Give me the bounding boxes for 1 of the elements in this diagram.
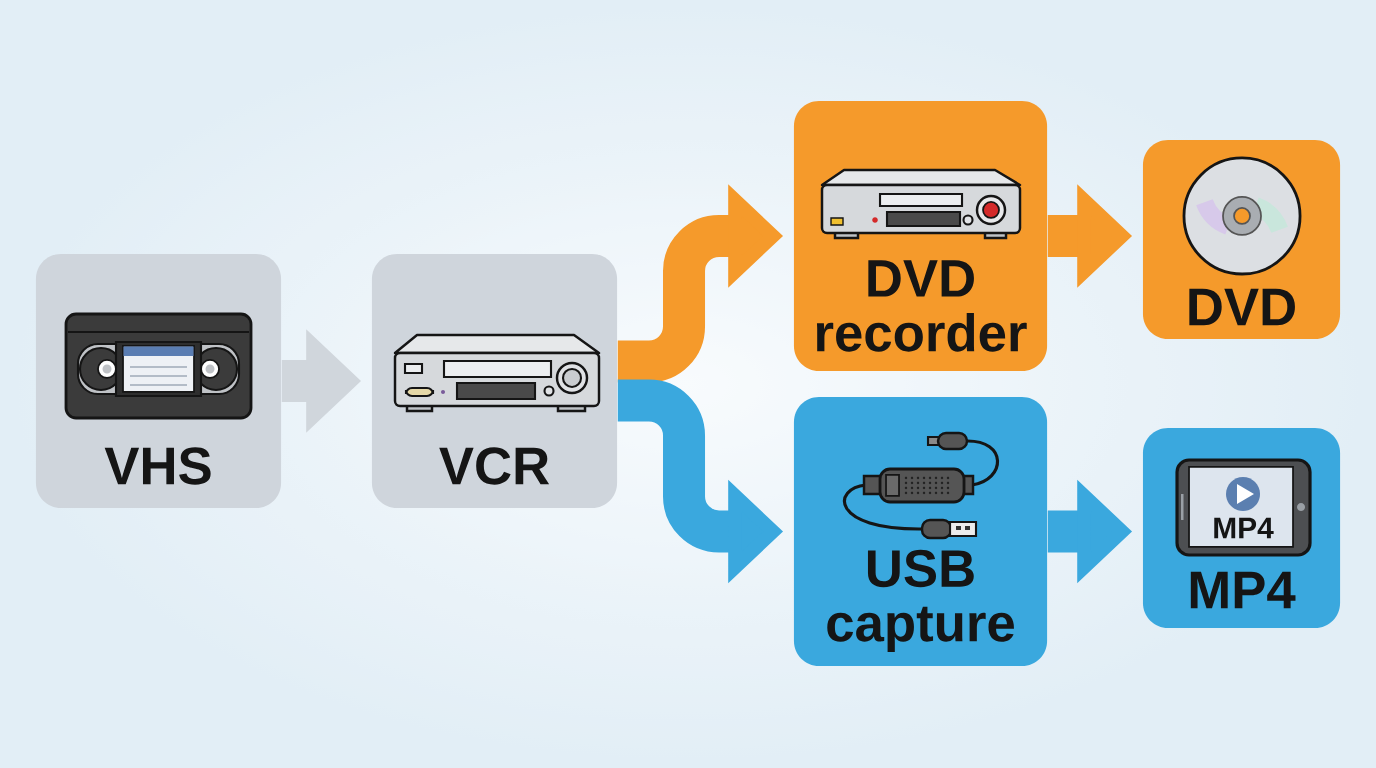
screen-text: MP4 bbox=[1214, 517, 1274, 539]
